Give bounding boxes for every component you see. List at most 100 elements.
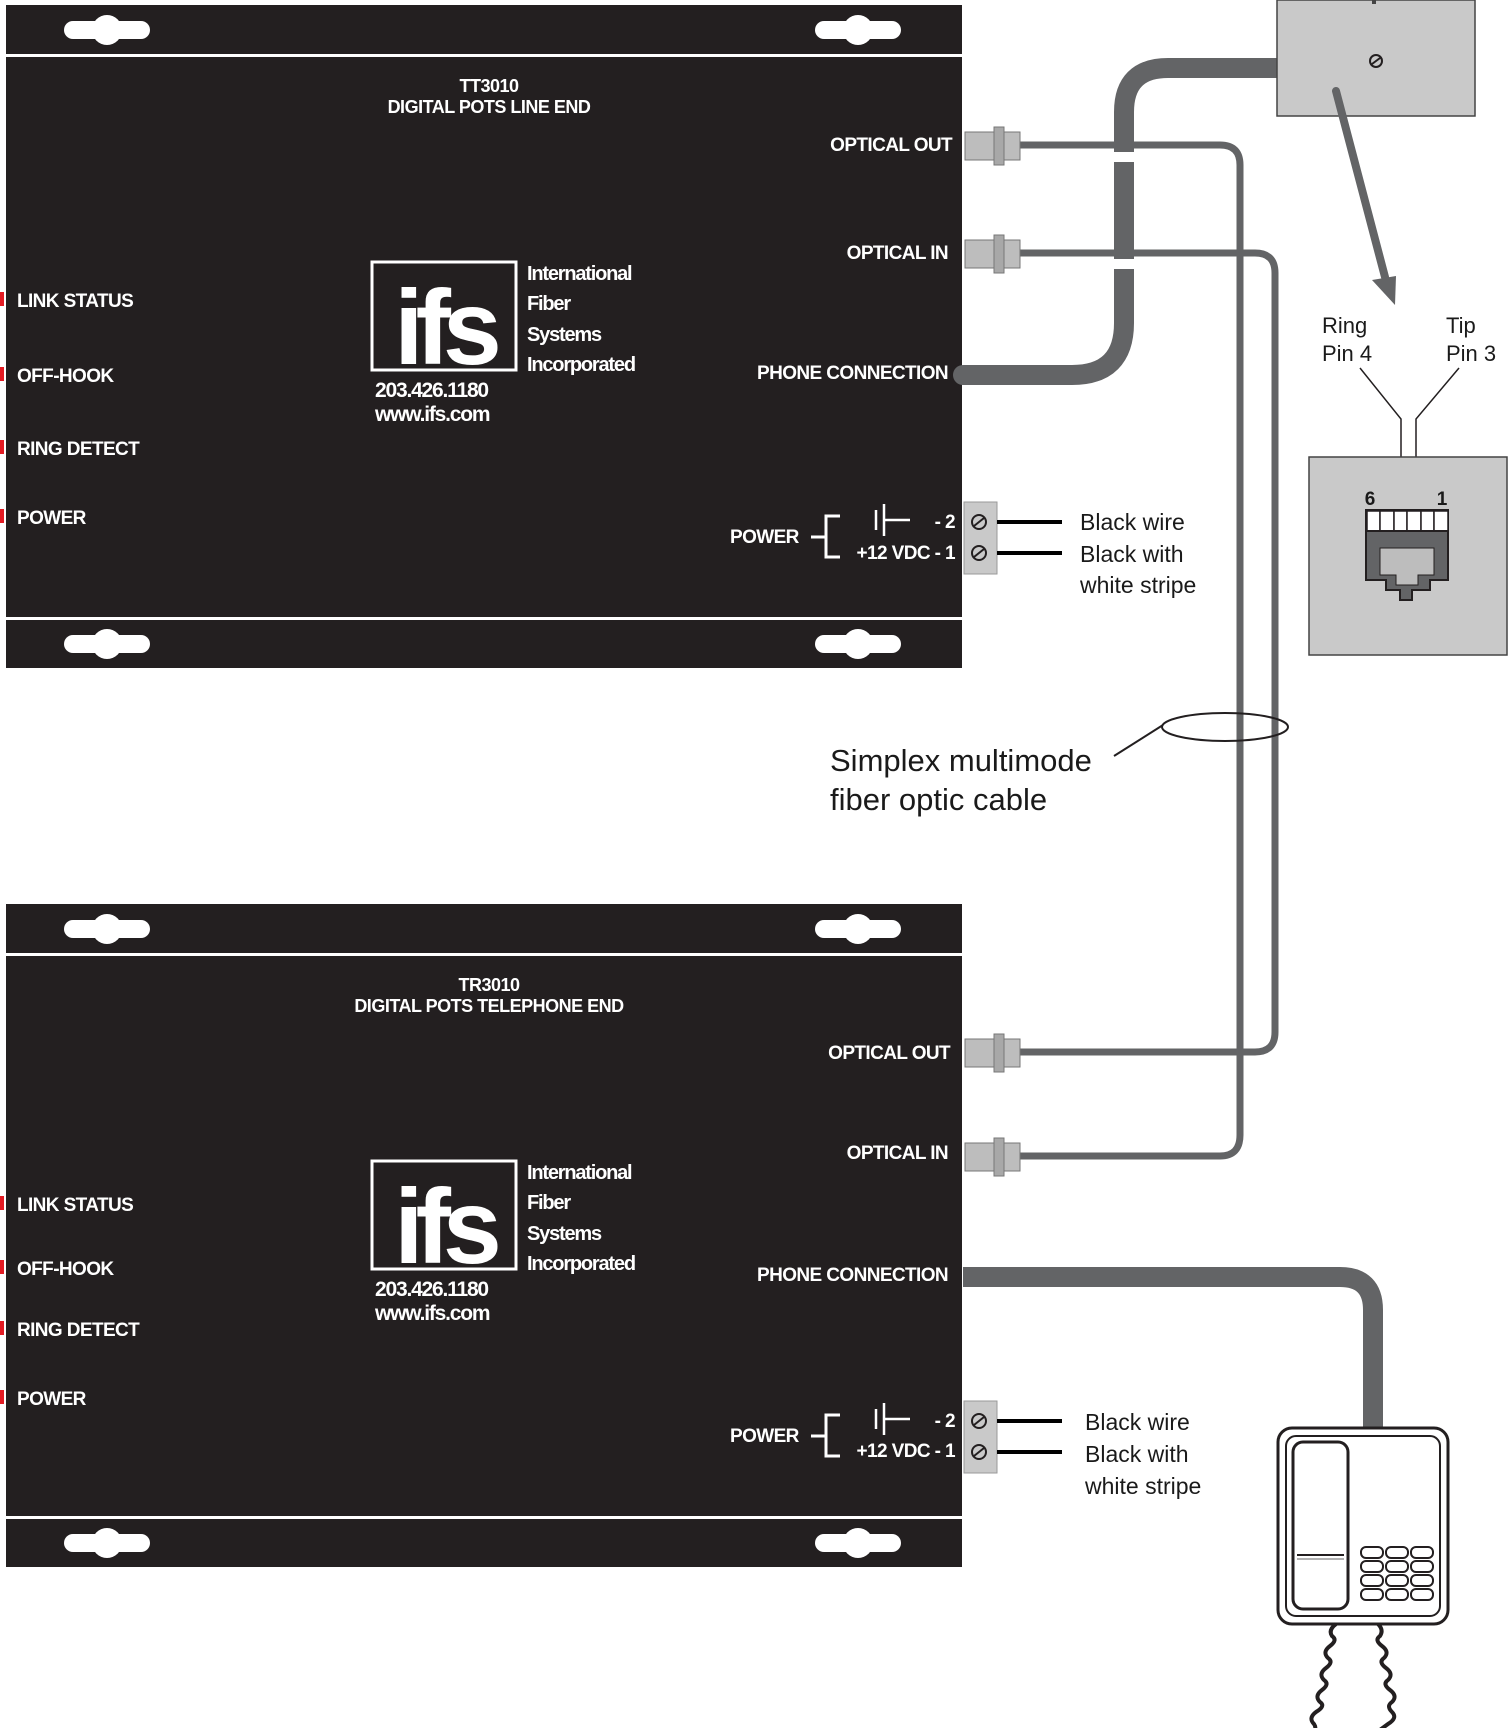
ring-pin-label: Pin 4 [1322, 341, 1372, 366]
led-indicator [0, 1321, 4, 1335]
unit-name: DIGITAL POTS TELEPHONE END [354, 996, 624, 1016]
battery-icon [874, 1403, 910, 1435]
logo-line: Incorporated [527, 1253, 635, 1275]
logo-web: www.ifs.com [374, 1302, 490, 1325]
led-label-ring-detect: RING DETECT [17, 1320, 140, 1341]
led-indicator [0, 292, 4, 306]
fiber-connector-collar [993, 1033, 1005, 1073]
power-terminal-block [963, 1400, 1062, 1474]
terminal-block [963, 501, 998, 575]
terminal-pos-label: +12 VDC - 1 [857, 543, 957, 564]
jack-socket-highlight [1379, 547, 1435, 586]
wall-plate-screw [1369, 54, 1383, 68]
wall-plate [1276, 0, 1476, 117]
led-indicator [0, 1390, 4, 1404]
port-label-optical-out: OPTICAL OUT [830, 135, 953, 156]
logo-box [370, 260, 518, 372]
cable-callout-line2: fiber optic cable [830, 782, 1047, 817]
port-label-optical-in: OPTICAL IN [847, 1143, 948, 1164]
led-label-ring-detect: RING DETECT [17, 439, 140, 460]
logo-box [370, 1159, 518, 1271]
port-label-phone-connection: PHONE CONNECTION [757, 363, 948, 384]
unit-bottom-flange [6, 1519, 962, 1567]
port-label-optical-in: OPTICAL IN [847, 243, 948, 264]
logo-phone: 203.426.1180 [375, 379, 488, 402]
power-bracket [811, 514, 840, 559]
led-label-power: POWER [17, 1389, 87, 1410]
mount-slot-notch [843, 914, 873, 944]
unit-bottom-flange [6, 620, 962, 668]
unit-name: DIGITAL POTS LINE END [388, 97, 591, 117]
unit-body [6, 956, 962, 1516]
mount-slot-notch [843, 1528, 873, 1558]
logo-line: International [527, 1162, 632, 1184]
telephone-keypad [1360, 1546, 1434, 1601]
terminal-screw [971, 545, 987, 561]
unit-model: TR3010 [458, 975, 520, 995]
led-label-power: POWER [17, 508, 87, 529]
mount-slot-notch [843, 15, 873, 45]
cable-callout-ellipse [1161, 712, 1289, 742]
power-terminal-block [963, 501, 1062, 575]
unit-body [6, 57, 962, 617]
fiber-cable [1018, 141, 1244, 1160]
wire-label-striped: white stripe [1084, 1473, 1201, 1499]
terminal-block [963, 1400, 998, 1474]
terminal-neg-label: - 2 [935, 512, 955, 533]
fiber-connector [964, 1142, 1021, 1172]
fiber-connector [964, 1038, 1021, 1068]
terminal-screw [971, 1413, 987, 1429]
phone-cable-telephone [963, 1267, 1383, 1430]
wire-label-black: Black wire [1080, 509, 1185, 535]
logo-mark: ifs [394, 1168, 498, 1286]
cable-crossing-gap [1110, 152, 1138, 162]
led-label-off-hook: OFF-HOOK [17, 366, 114, 387]
coiled-cord [1375, 1622, 1397, 1728]
logo-line: Incorporated [527, 354, 635, 376]
mount-slot-notch [843, 629, 873, 659]
pin-label-1: 1 [1437, 489, 1448, 510]
logo-web: www.ifs.com [374, 403, 490, 426]
logo-line: Fiber [527, 293, 571, 315]
wire-label-striped: white stripe [1079, 572, 1196, 598]
logo-line: Fiber [527, 1192, 571, 1214]
logo-line: International [527, 263, 632, 285]
port-label-optical-out: OPTICAL OUT [828, 1043, 951, 1064]
fiber-cables [953, 58, 1383, 1430]
telephone-handset [1291, 1440, 1350, 1611]
unit-top-flange [6, 5, 962, 54]
logo-line: Systems [527, 1223, 602, 1245]
ifs-logo: ifs International Fiber Systems Incorpor… [370, 260, 636, 426]
fiber-cable [1018, 249, 1279, 1056]
fiber-connectors [964, 126, 1021, 1177]
led-indicator [0, 1196, 4, 1210]
telephone-icon [1276, 1426, 1450, 1728]
unit-model: TT3010 [459, 76, 519, 96]
led-label-link-status: LINK STATUS [17, 291, 133, 312]
fiber-connector [964, 131, 1021, 161]
led-label-link-status: LINK STATUS [17, 1195, 133, 1216]
port-label-phone-connection: PHONE CONNECTION [757, 1265, 948, 1286]
unit-tt3010: TT3010 DIGITAL POTS LINE END LINK STATUS… [0, 5, 962, 668]
power-label: POWER [730, 527, 800, 548]
logo-line: Systems [527, 324, 602, 346]
wall-plate-body [1276, 0, 1476, 117]
power-bracket [811, 1413, 840, 1458]
fiber-connector [964, 239, 1021, 269]
cable-callout-leader [1113, 724, 1164, 757]
ifs-logo: ifs International Fiber Systems Incorpor… [370, 1159, 636, 1325]
mount-slot-notch [92, 15, 122, 45]
unit-tr3010: TR3010 DIGITAL POTS TELEPHONE END LINK S… [0, 904, 962, 1567]
coiled-cord [1309, 1622, 1338, 1728]
battery-icon [874, 504, 910, 536]
ring-label: Ring [1322, 313, 1367, 338]
terminal-screw [971, 1444, 987, 1460]
cable-callout-line1: Simplex multimode [830, 743, 1092, 778]
telephone-base-inner [1285, 1435, 1441, 1617]
unit-top-flange [6, 904, 962, 953]
logo-mark: ifs [394, 269, 498, 387]
led-label-off-hook: OFF-HOOK [17, 1259, 114, 1280]
mount-slot-notch [92, 914, 122, 944]
logo-phone: 203.426.1180 [375, 1278, 488, 1301]
